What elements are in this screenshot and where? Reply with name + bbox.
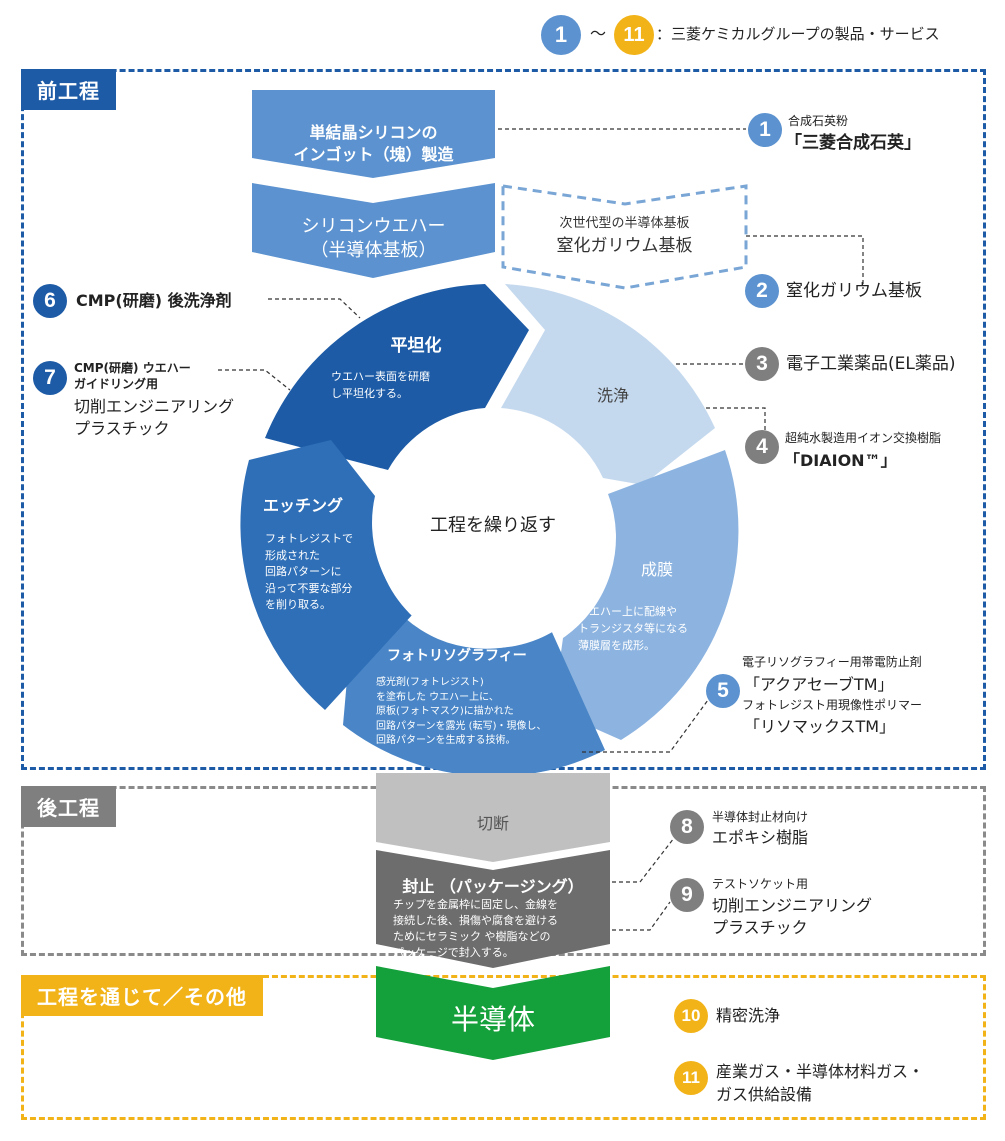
product-num-7: 7 [33,361,67,395]
cycle-center-circle [375,412,611,648]
semiconductor-chevron [376,966,610,1060]
legend-num-1: 1 [541,15,581,55]
next-gen-small-label: 次世代型の半導体基板 [559,216,690,231]
cleaning-title: 洗浄 [597,386,630,405]
wafer-label: シリコンウエハー （半導体基板） [301,216,446,262]
product-2-name: 窒化ガリウム基板 [786,281,922,301]
product-num-11: 11 [674,1061,708,1095]
cleaning-segment [501,284,715,485]
product-4-name: 「DIAION™」 [784,451,897,470]
front-process-label: 前工程 [21,69,116,110]
product-5-sub1: 電子リソグラフィー用帯電防止剤 [742,655,922,669]
etch-desc: フォトレジストで 形成された 回路パターンに 沿って不要な部分 を削り取る。 [265,532,353,611]
photo-desc: 感光剤(フォトレジスト) を塗布した ウエハー上に、 原板(フォトマスク)に描か… [376,677,547,746]
product-10-name: 精密洗浄 [716,1006,781,1025]
product-8-name: エポキシ樹脂 [712,828,809,847]
cutting-label: 切断 [476,814,509,833]
product-11-name: 産業ガス・半導体材料ガス・ ガス供給設備 [716,1062,925,1105]
product-num-4: 4 [745,430,779,464]
product-num-8: 8 [670,810,704,844]
next-gen-chevron [501,184,748,290]
product-num-10: 10 [674,999,708,1033]
planarize-segment [265,284,529,470]
product-num-5: 5 [706,674,740,708]
cycle-center-label: 工程を繰り返す [430,515,556,536]
photo-segment [343,618,605,777]
product-5-sub2: フォトレジスト用現像性ポリマー [742,698,923,712]
product-5-name2: 「リソマックスTM」 [744,717,896,736]
product-9-name: 切削エンジニアリング プラスチック [712,896,873,938]
product-7-name: 切削エンジニアリング プラスチック [74,397,235,439]
product-num-6: 6 [33,284,67,318]
product-num-1: 1 [748,113,782,147]
film-title: 成膜 [641,560,674,579]
cutting-chevron [376,773,610,862]
general-label: 工程を通じて／その他 [21,975,263,1016]
product-9-sub: テストソケット用 [712,877,809,891]
photo-title: フォトリソグラフィー [387,648,527,664]
legend-separator: 〜 [590,24,607,43]
product-4-sub: 超純水製造用イオン交換樹脂 [785,431,942,445]
semiconductor-label: 半導体 [450,1003,535,1036]
product-3-name: 電子工業薬品(EL薬品) [786,354,956,374]
legend-num-11: 11 [614,15,654,55]
product-num-3: 3 [745,347,779,381]
sealing-chevron [376,850,610,968]
back-process-label: 後工程 [21,786,116,827]
ingot-chevron [252,90,495,178]
product-num-2: 2 [745,274,779,308]
etch-title: エッチング [263,496,344,515]
ingot-label: 単結晶シリコンの インゴット（塊）製造 [293,123,454,164]
legend-text: ：三菱ケミカルグループの製品・サービス [656,25,940,43]
sealing-title: 封止 （パッケージング） [402,877,584,896]
sealing-desc: チップを金属枠に固定し、金線を 接続した後、損傷や腐食を避ける ためにセラミック… [393,898,558,959]
product-1-name: 「三菱合成石英」 [785,133,921,153]
general-box [21,975,986,1120]
planarize-desc: ウエハー表面を研磨 し平坦化する。 [331,370,430,401]
product-6-name: CMP(研磨) 後洗浄剤 [76,291,232,310]
product-1-sub: 合成石英粉 [788,114,849,128]
film-segment [553,450,739,740]
product-5-name1: 「アクアセーブTM」 [744,675,894,694]
etch-segment [240,440,413,710]
next-gen-big-label: 窒化ガリウム基板 [556,236,693,256]
planarize-title: 平坦化 [390,336,442,356]
product-7-sub: CMP(研磨) ウエハー ガイドリング用 [74,361,191,391]
product-num-9: 9 [670,878,704,912]
wafer-chevron [252,183,495,278]
product-8-sub: 半導体封止材向け [712,810,809,824]
film-desc: ウエハー上に配線や トランジスタ等になる 薄膜層を成形。 [578,605,688,653]
